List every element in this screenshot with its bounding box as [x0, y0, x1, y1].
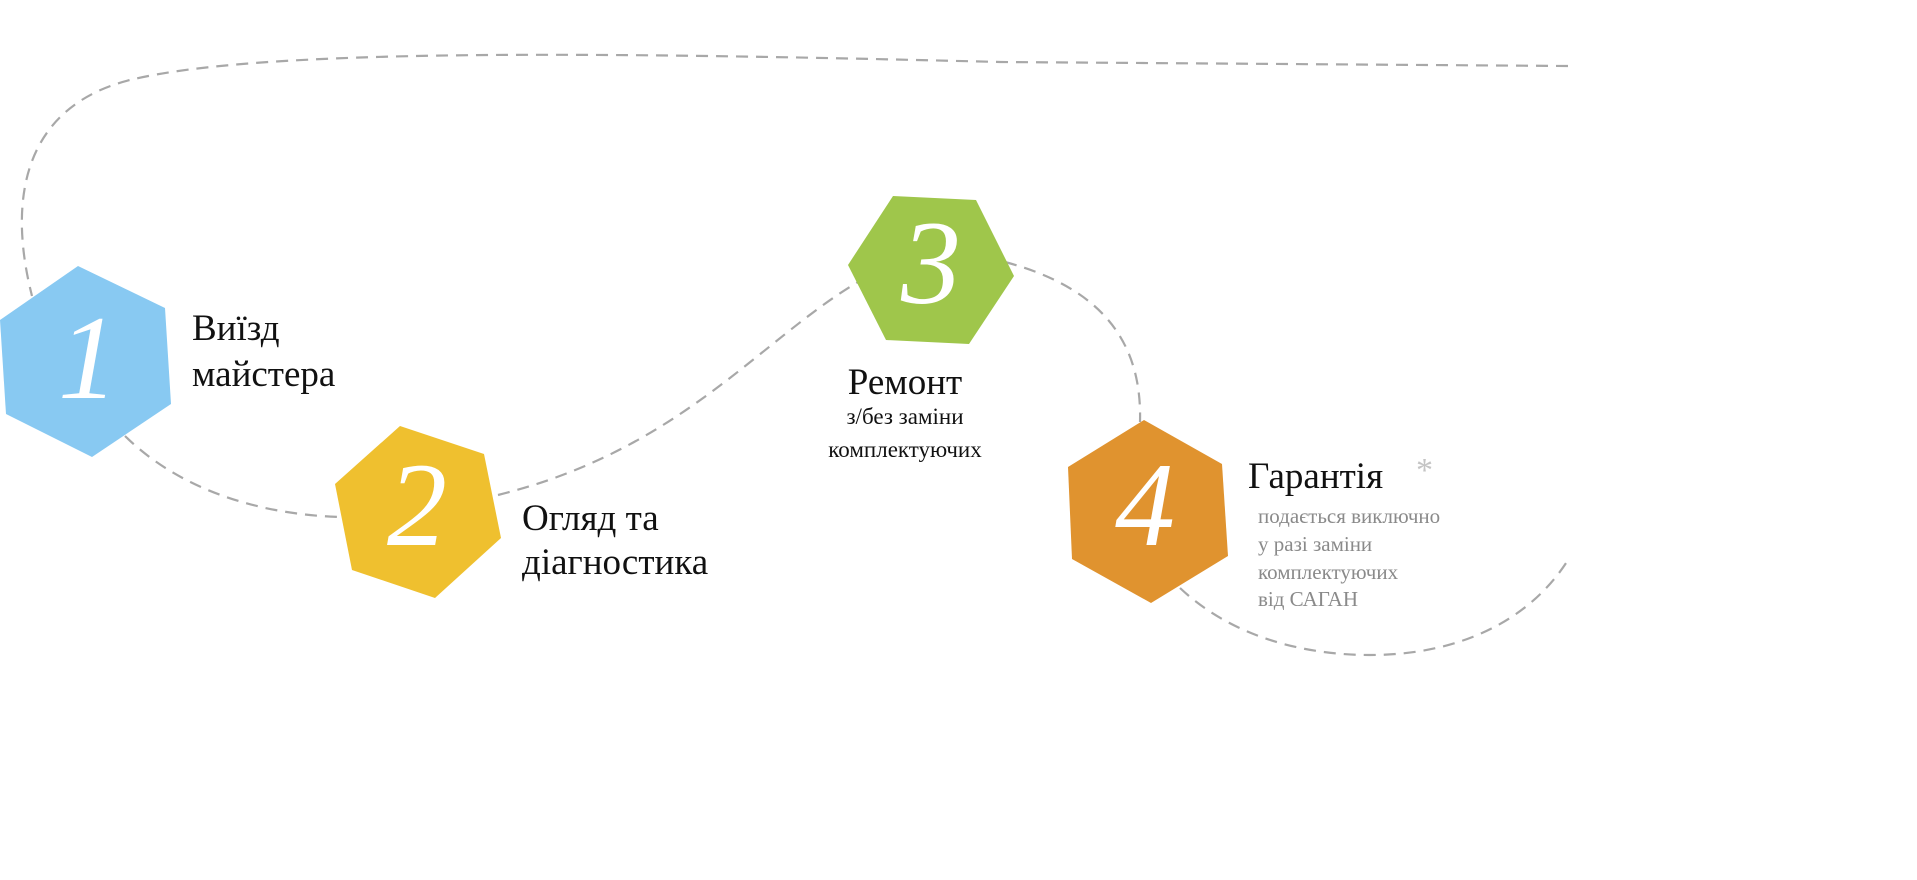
step-4-note-line-2: у разі заміни: [1258, 532, 1373, 556]
dashed-path-2-3: [497, 281, 859, 497]
step-4-note-line-3: комплектуючих: [1258, 560, 1399, 584]
dashed-path-3-4: [1004, 260, 1142, 423]
step-1-number: 1: [58, 291, 118, 424]
step-1-title-line-2: майстера: [192, 354, 336, 395]
step-3-subtitle-line-1: з/без заміни: [846, 404, 964, 429]
asterisk-icon: *: [1416, 452, 1433, 489]
step-2-hexagon: [335, 426, 501, 598]
step-3-hexagon: [848, 196, 1014, 344]
step-4-hexagon: [1068, 420, 1228, 603]
step-2-title-line-1: Огляд та: [522, 498, 659, 539]
dashed-path-4-end: [1179, 559, 1569, 657]
step-1-title-line-1: Виїзд: [192, 308, 280, 349]
step-2-title-line-2: діагностика: [522, 542, 709, 583]
step-4-number: 4: [1115, 438, 1175, 571]
step-3-title: Ремонт: [847, 362, 963, 403]
step-2-number: 2: [387, 438, 447, 571]
step-1-hexagon: [0, 266, 171, 457]
step-4-note-line-4: від САГАН: [1258, 587, 1358, 611]
step-4-note-line-1: подається виключно: [1258, 504, 1441, 528]
step-4-title: Гарантія: [1248, 456, 1384, 497]
dashed-path-top: [20, 53, 1569, 297]
step-3-number: 3: [900, 196, 961, 329]
step-3-subtitle-line-2: комплектуючих: [828, 437, 982, 462]
dashed-path-1-2: [124, 435, 343, 519]
